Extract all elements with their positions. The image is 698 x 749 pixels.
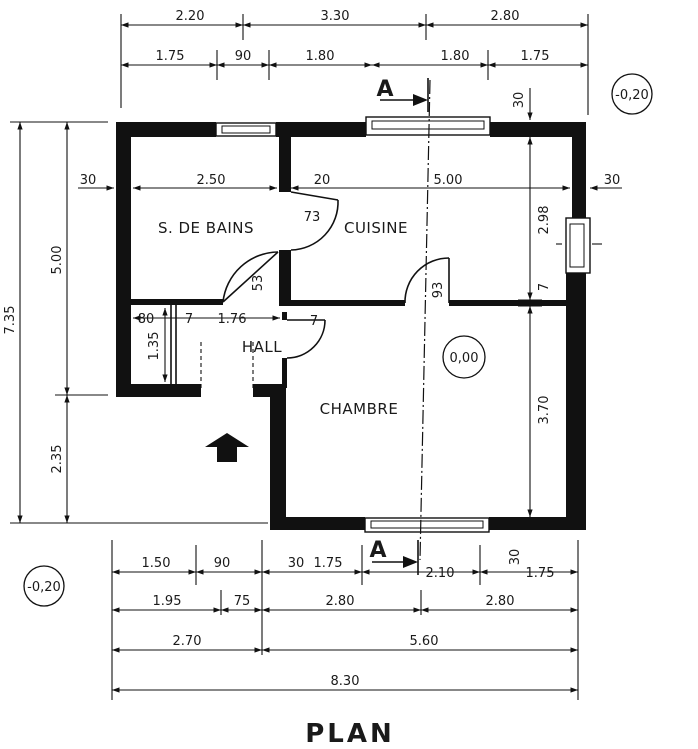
- dim-hall-left: 80: [138, 312, 155, 327]
- interior-walls: [131, 130, 572, 388]
- dim-bottom1-5: 2.10: [426, 566, 455, 581]
- section-label-bottom: A: [369, 538, 386, 563]
- room-label-hall: HALL: [242, 338, 282, 356]
- windows: [215, 116, 602, 533]
- dim-bottom2-4: 2.80: [486, 594, 515, 609]
- dim-left-inner-bottom: 2.35: [50, 445, 65, 474]
- level-marker-bottom-left: -0,20: [23, 565, 65, 607]
- dim-bottom1-7: 1.75: [526, 566, 555, 581]
- dim-kitchen-width: 5.00: [434, 173, 463, 188]
- dim-right-wall: 30: [604, 173, 621, 188]
- dim-top-wall: 30: [512, 92, 527, 109]
- room-label-bath: S. DE BAINS: [158, 219, 254, 237]
- dim-left-outer: 7.35: [3, 306, 18, 335]
- dim-bedroom-door: 93: [431, 282, 446, 299]
- level-label-bottom-left: -0,20: [27, 580, 61, 595]
- dim-top2-4: 1.80: [441, 49, 470, 64]
- dim-bottom3-2: 5.60: [410, 634, 439, 649]
- dim-bath-width: 2.50: [197, 173, 226, 188]
- dim-left-inner-top: 5.00: [50, 246, 65, 275]
- level-label-floor: 0,00: [450, 351, 479, 366]
- exterior-walls: [116, 122, 586, 530]
- dim-hall-depth: 1.35: [147, 332, 162, 361]
- dim-top2-1: 1.75: [156, 49, 185, 64]
- doors: [200, 191, 450, 388]
- entrance-arrow-icon: [205, 433, 249, 462]
- dim-bottom1-1: 1.50: [142, 556, 171, 571]
- dim-top2-5: 1.75: [521, 49, 550, 64]
- dimension-labels: 2.20 3.30 2.80 1.75 90 1.80 1.80 1.75 30…: [3, 9, 620, 689]
- dim-right-lower: 3.70: [537, 396, 552, 425]
- section-marker-bottom: [372, 540, 419, 575]
- level-marker-floor: 0,00: [442, 335, 486, 379]
- dim-left-wall: 30: [80, 173, 97, 188]
- dim-top-3: 2.80: [491, 9, 520, 24]
- dim-top2-2: 90: [235, 49, 252, 64]
- section-axis-line: [419, 79, 431, 561]
- dim-bottom2-3: 2.80: [326, 594, 355, 609]
- dim-bottom2-2: 75: [234, 594, 251, 609]
- dim-bath-door: 53: [251, 275, 266, 292]
- level-label-top-right: -0,20: [615, 88, 649, 103]
- room-label-kitchen: CUISINE: [344, 219, 408, 237]
- dim-bottom1-6: 30: [508, 549, 523, 566]
- dim-hall-width: 1.76: [218, 312, 247, 327]
- plan-title: PLAN: [305, 719, 395, 749]
- dim-bottom2-1: 1.95: [153, 594, 182, 609]
- dim-right-upper: 2.98: [537, 206, 552, 235]
- dim-right-partition: 7: [537, 283, 552, 291]
- dim-bottom1-4: 1.75: [314, 556, 343, 571]
- dim-bottom1-3: 30: [288, 556, 305, 571]
- dim-hall-wall-b: 7: [310, 314, 318, 329]
- hall-lines: [170, 305, 177, 384]
- dim-bottom-total: 8.30: [331, 674, 360, 689]
- dimension-lines: [10, 14, 622, 700]
- dim-hall-wall-a: 7: [185, 312, 193, 327]
- dim-kitchen-wall: 20: [314, 173, 331, 188]
- dim-top2-3: 1.80: [306, 49, 335, 64]
- dim-top-2: 3.30: [321, 9, 350, 24]
- dim-bottom3-1: 2.70: [173, 634, 202, 649]
- room-label-bedroom: CHAMBRE: [320, 400, 399, 418]
- section-marker-top: [380, 78, 429, 112]
- section-label-top: A: [376, 77, 393, 102]
- dim-top-1: 2.20: [176, 9, 205, 24]
- dim-kitchen-door: 73: [304, 210, 321, 225]
- dim-bottom1-2: 90: [214, 556, 231, 571]
- level-marker-top-right: -0,20: [611, 73, 653, 115]
